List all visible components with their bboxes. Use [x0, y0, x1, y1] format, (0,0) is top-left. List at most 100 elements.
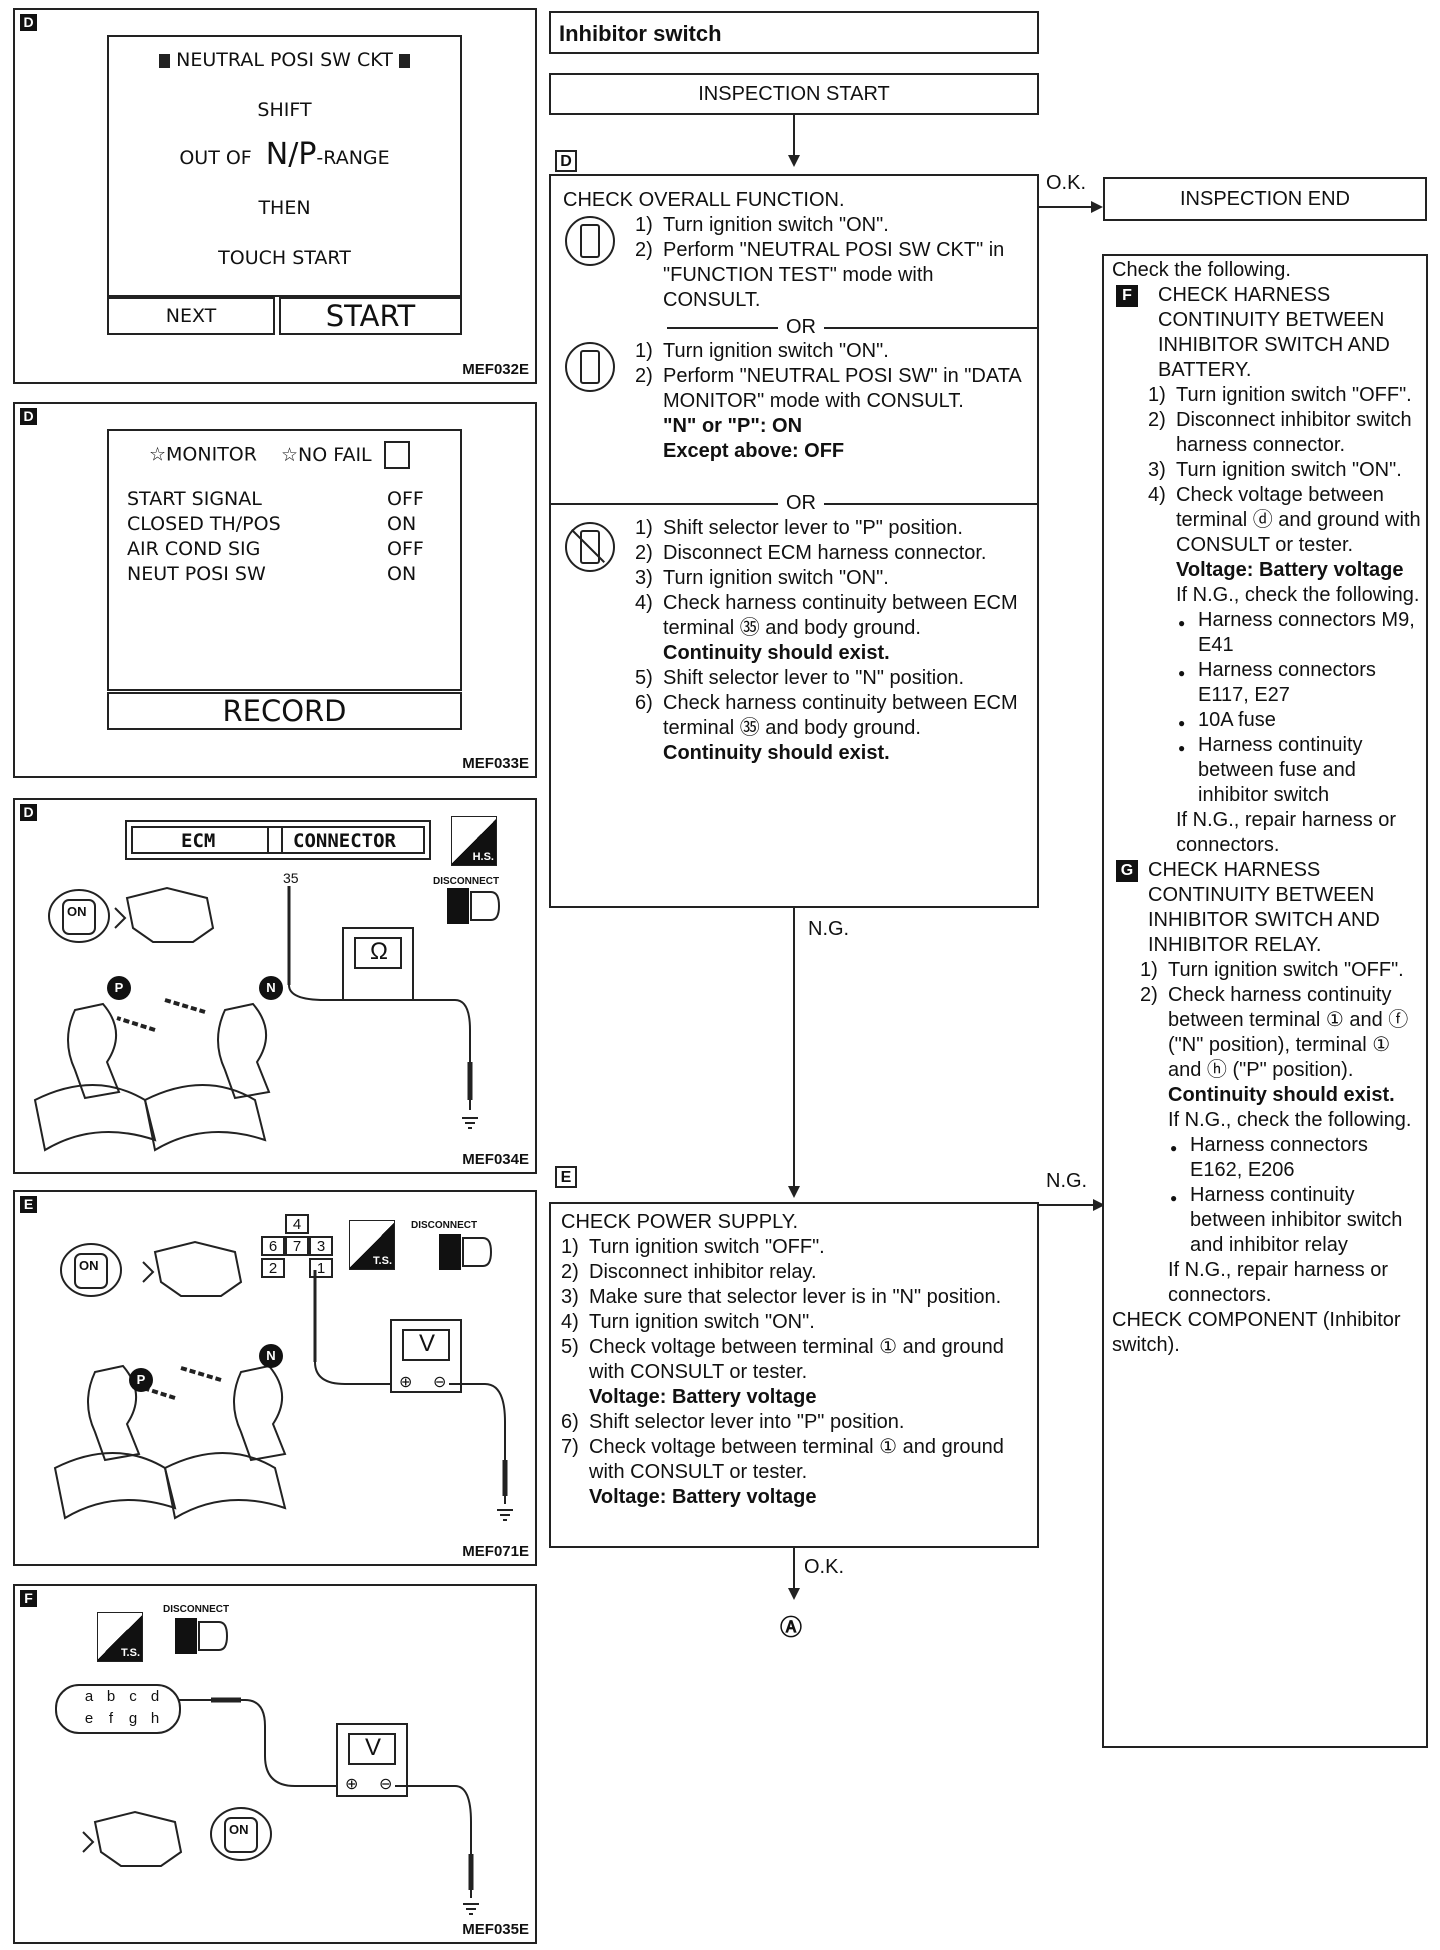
- ecm-circuit-drawing: [33, 886, 501, 1152]
- inhibitor-circuit-drawing: [82, 1618, 479, 1915]
- engine-icon: [142, 1240, 243, 1297]
- figure-code: MEF071E: [462, 1543, 529, 1560]
- step: 7)Check voltage between terminal ① and g…: [561, 1436, 1004, 1483]
- consult-screen: NEUTRAL POSI SW CKT SHIFT OUT OF N/P-RAN…: [107, 35, 462, 297]
- step-tag-f: F: [1116, 285, 1138, 307]
- spec-text: Voltage: Battery voltage: [589, 1386, 817, 1408]
- box-heading: CHECK HARNESS CONTINUITY BETWEEN INHIBIT…: [1158, 284, 1390, 381]
- ignition-key-icon: [48, 889, 110, 943]
- inhibitor-pin-grid: a b c d e f g h: [55, 1684, 181, 1734]
- box-heading: CHECK OVERALL FUNCTION.: [563, 189, 845, 211]
- or-divider: OR: [778, 493, 824, 513]
- relay-connector-diagram-panel: E 4 6 7 3 2 1 T.S. DISCONNECT V ⊕ ⊖ ON P…: [13, 1190, 537, 1566]
- ground-icon: [497, 1509, 513, 1521]
- selector-lever-p-icon: [33, 1002, 157, 1152]
- ng-label: N.G.: [808, 918, 850, 940]
- screen-line-then: THEN: [258, 197, 311, 219]
- disconnect-label: DISCONNECT: [163, 1604, 230, 1615]
- repair-instruction: If N.G., repair harness or connectors.: [1176, 809, 1397, 856]
- check-item: Harness continuity between fuse and inhi…: [1176, 733, 1424, 808]
- spec-text: Except above: OFF: [663, 440, 845, 462]
- step: 3)Make sure that selector lever is in "N…: [561, 1286, 1002, 1308]
- inspection-start-box: INSPECTION START: [549, 73, 1039, 115]
- step: 1)Turn ignition switch "ON".: [635, 340, 889, 362]
- record-checkbox[interactable]: [383, 441, 410, 469]
- ground-icon: [463, 1903, 479, 1915]
- spec-text: Voltage: Battery voltage: [1176, 559, 1404, 581]
- ng-instruction: If N.G., check the following.: [1176, 584, 1420, 606]
- ts-tool-icon: T.S.: [349, 1220, 395, 1270]
- ng-label: N.G.: [1046, 1170, 1088, 1192]
- n-position-badge: N: [259, 976, 283, 1000]
- spec-text: Continuity should exist.: [663, 642, 890, 664]
- step: 1)Turn ignition switch "ON".: [635, 214, 889, 236]
- step: 2)Disconnect ECM harness connector.: [635, 542, 987, 564]
- check-item: Harness continuity between inhibitor swi…: [1168, 1183, 1424, 1258]
- check-component-text: CHECK COMPONENT (Inhibitor switch).: [1112, 1309, 1401, 1356]
- box-heading: CHECK HARNESS CONTINUITY BETWEEN INHIBIT…: [1148, 859, 1380, 956]
- ecm-connector-diagram-panel: D ECM CONNECTOR H.S. DISCONNECT 35 Ω ON …: [13, 798, 537, 1174]
- step: 1)Shift selector lever to "P" position.: [635, 517, 963, 539]
- check-item: Harness connectors M9, E41: [1176, 608, 1424, 658]
- connector-ref-a: Ⓐ: [780, 1615, 803, 1640]
- ignition-on-label: ON: [229, 1822, 249, 1837]
- panel-tag: E: [20, 1196, 37, 1213]
- spec-text: Continuity should exist.: [663, 742, 890, 764]
- step-tag-g: G: [1116, 860, 1138, 882]
- figure-code: MEF033E: [462, 755, 529, 772]
- ignition-key-icon: [60, 1243, 122, 1297]
- relay-circuit-drawing: [53, 1234, 513, 1521]
- ignition-on-label: ON: [67, 904, 87, 919]
- disconnect-connector-icon: [175, 1618, 229, 1654]
- check-overall-function-box: CHECK OVERALL FUNCTION. 1)Turn ignition …: [549, 174, 1039, 908]
- step: 2)Perform "NEUTRAL POSI SW" in "DATA MON…: [635, 365, 1021, 412]
- step: 2)Perform "NEUTRAL POSI SW CKT" in "FUNC…: [635, 239, 1005, 311]
- check-item: Harness connectors E162, E206: [1168, 1133, 1424, 1183]
- step: 5)Check voltage between terminal ① and g…: [561, 1336, 1004, 1383]
- selector-lever-n-icon: [163, 1364, 287, 1520]
- step: 4)Check harness continuity between ECM t…: [635, 592, 1018, 639]
- screen-line-range: OUT OF N/P-RANGE: [179, 137, 390, 172]
- check-item: Harness connectors E117, E27: [1176, 658, 1424, 708]
- spec-text: "N" or "P": ON: [663, 415, 803, 437]
- ground-icon: [462, 1117, 478, 1129]
- selector-lever-n-icon: [143, 1002, 271, 1152]
- relay-pin-grid: 4 6 7 3 2 1: [259, 1214, 339, 1284]
- flow-arrow: [793, 115, 795, 155]
- flow-arrow: [793, 908, 795, 1186]
- record-button[interactable]: RECORD: [107, 692, 462, 730]
- consult-screen-panel-function-test: D NEUTRAL POSI SW CKT SHIFT OUT OF N/P-R…: [13, 8, 537, 384]
- step-tag-e: E: [555, 1166, 577, 1188]
- box-heading: CHECK POWER SUPPLY.: [561, 1211, 799, 1233]
- n-position-badge: N: [259, 1344, 283, 1368]
- ohm-symbol: Ω: [370, 938, 388, 965]
- arrow-head: [788, 1588, 800, 1600]
- box-intro: Check the following.: [1112, 259, 1291, 281]
- plus-terminal: ⊕: [399, 1374, 413, 1391]
- or-divider: OR: [778, 317, 824, 337]
- disconnect-connector-icon: [439, 1234, 493, 1270]
- page-title: Inhibitor switch: [549, 11, 1039, 54]
- ok-label: O.K.: [1046, 172, 1087, 194]
- step: 1)Turn ignition switch "OFF".: [1140, 959, 1404, 981]
- consult-icon: [565, 342, 615, 392]
- ok-label: O.K.: [804, 1556, 845, 1578]
- p-position-badge: P: [129, 1368, 153, 1392]
- flow-arrow: [1039, 206, 1091, 208]
- arrow-head: [788, 1186, 800, 1198]
- step: 3)Turn ignition switch "ON".: [635, 567, 889, 589]
- screen-header: NEUTRAL POSI SW CKT: [109, 49, 460, 71]
- pin-number: 35: [283, 870, 299, 886]
- figure-code: MEF034E: [462, 1151, 529, 1168]
- start-button[interactable]: START: [279, 297, 462, 335]
- repair-instruction: If N.G., repair harness or connectors.: [1168, 1259, 1389, 1306]
- disconnect-connector-icon: [447, 888, 501, 924]
- volt-symbol: V: [364, 1734, 381, 1761]
- ecm-connector-label: ECM CONNECTOR: [125, 820, 431, 860]
- screen-line-touch-start: TOUCH START: [218, 247, 351, 269]
- next-button[interactable]: NEXT: [107, 297, 275, 335]
- arrow-head: [1091, 201, 1103, 213]
- disconnect-label: DISCONNECT: [433, 876, 500, 887]
